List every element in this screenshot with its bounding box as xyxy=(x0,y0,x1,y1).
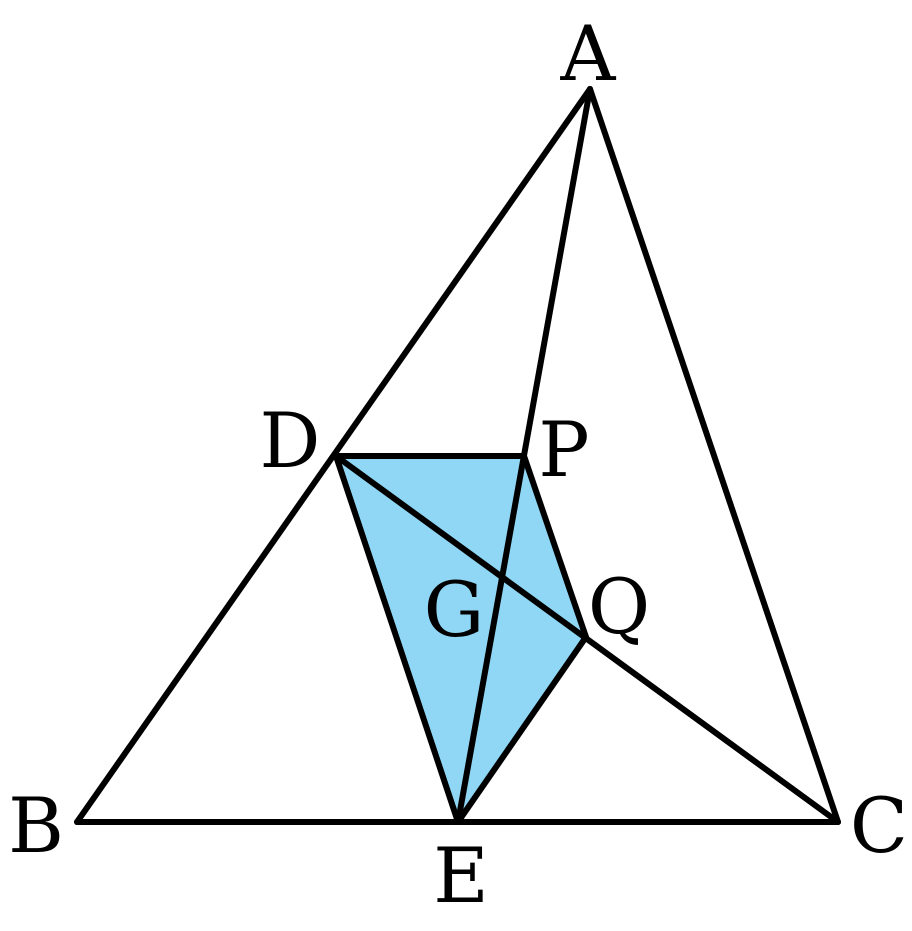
label-b: B xyxy=(8,781,64,870)
segment-qe xyxy=(455,634,589,825)
label-e: E xyxy=(433,831,488,920)
segment-de xyxy=(333,453,461,825)
label-q: Q xyxy=(588,562,650,651)
segment-ca xyxy=(587,86,841,825)
label-c: C xyxy=(850,781,908,870)
label-g: G xyxy=(424,565,485,654)
label-a: A xyxy=(560,9,617,98)
segment-pq xyxy=(521,453,589,640)
shaded-quadrilateral-dpqe xyxy=(336,456,586,822)
label-d: D xyxy=(260,396,321,485)
label-p: P xyxy=(538,405,589,494)
